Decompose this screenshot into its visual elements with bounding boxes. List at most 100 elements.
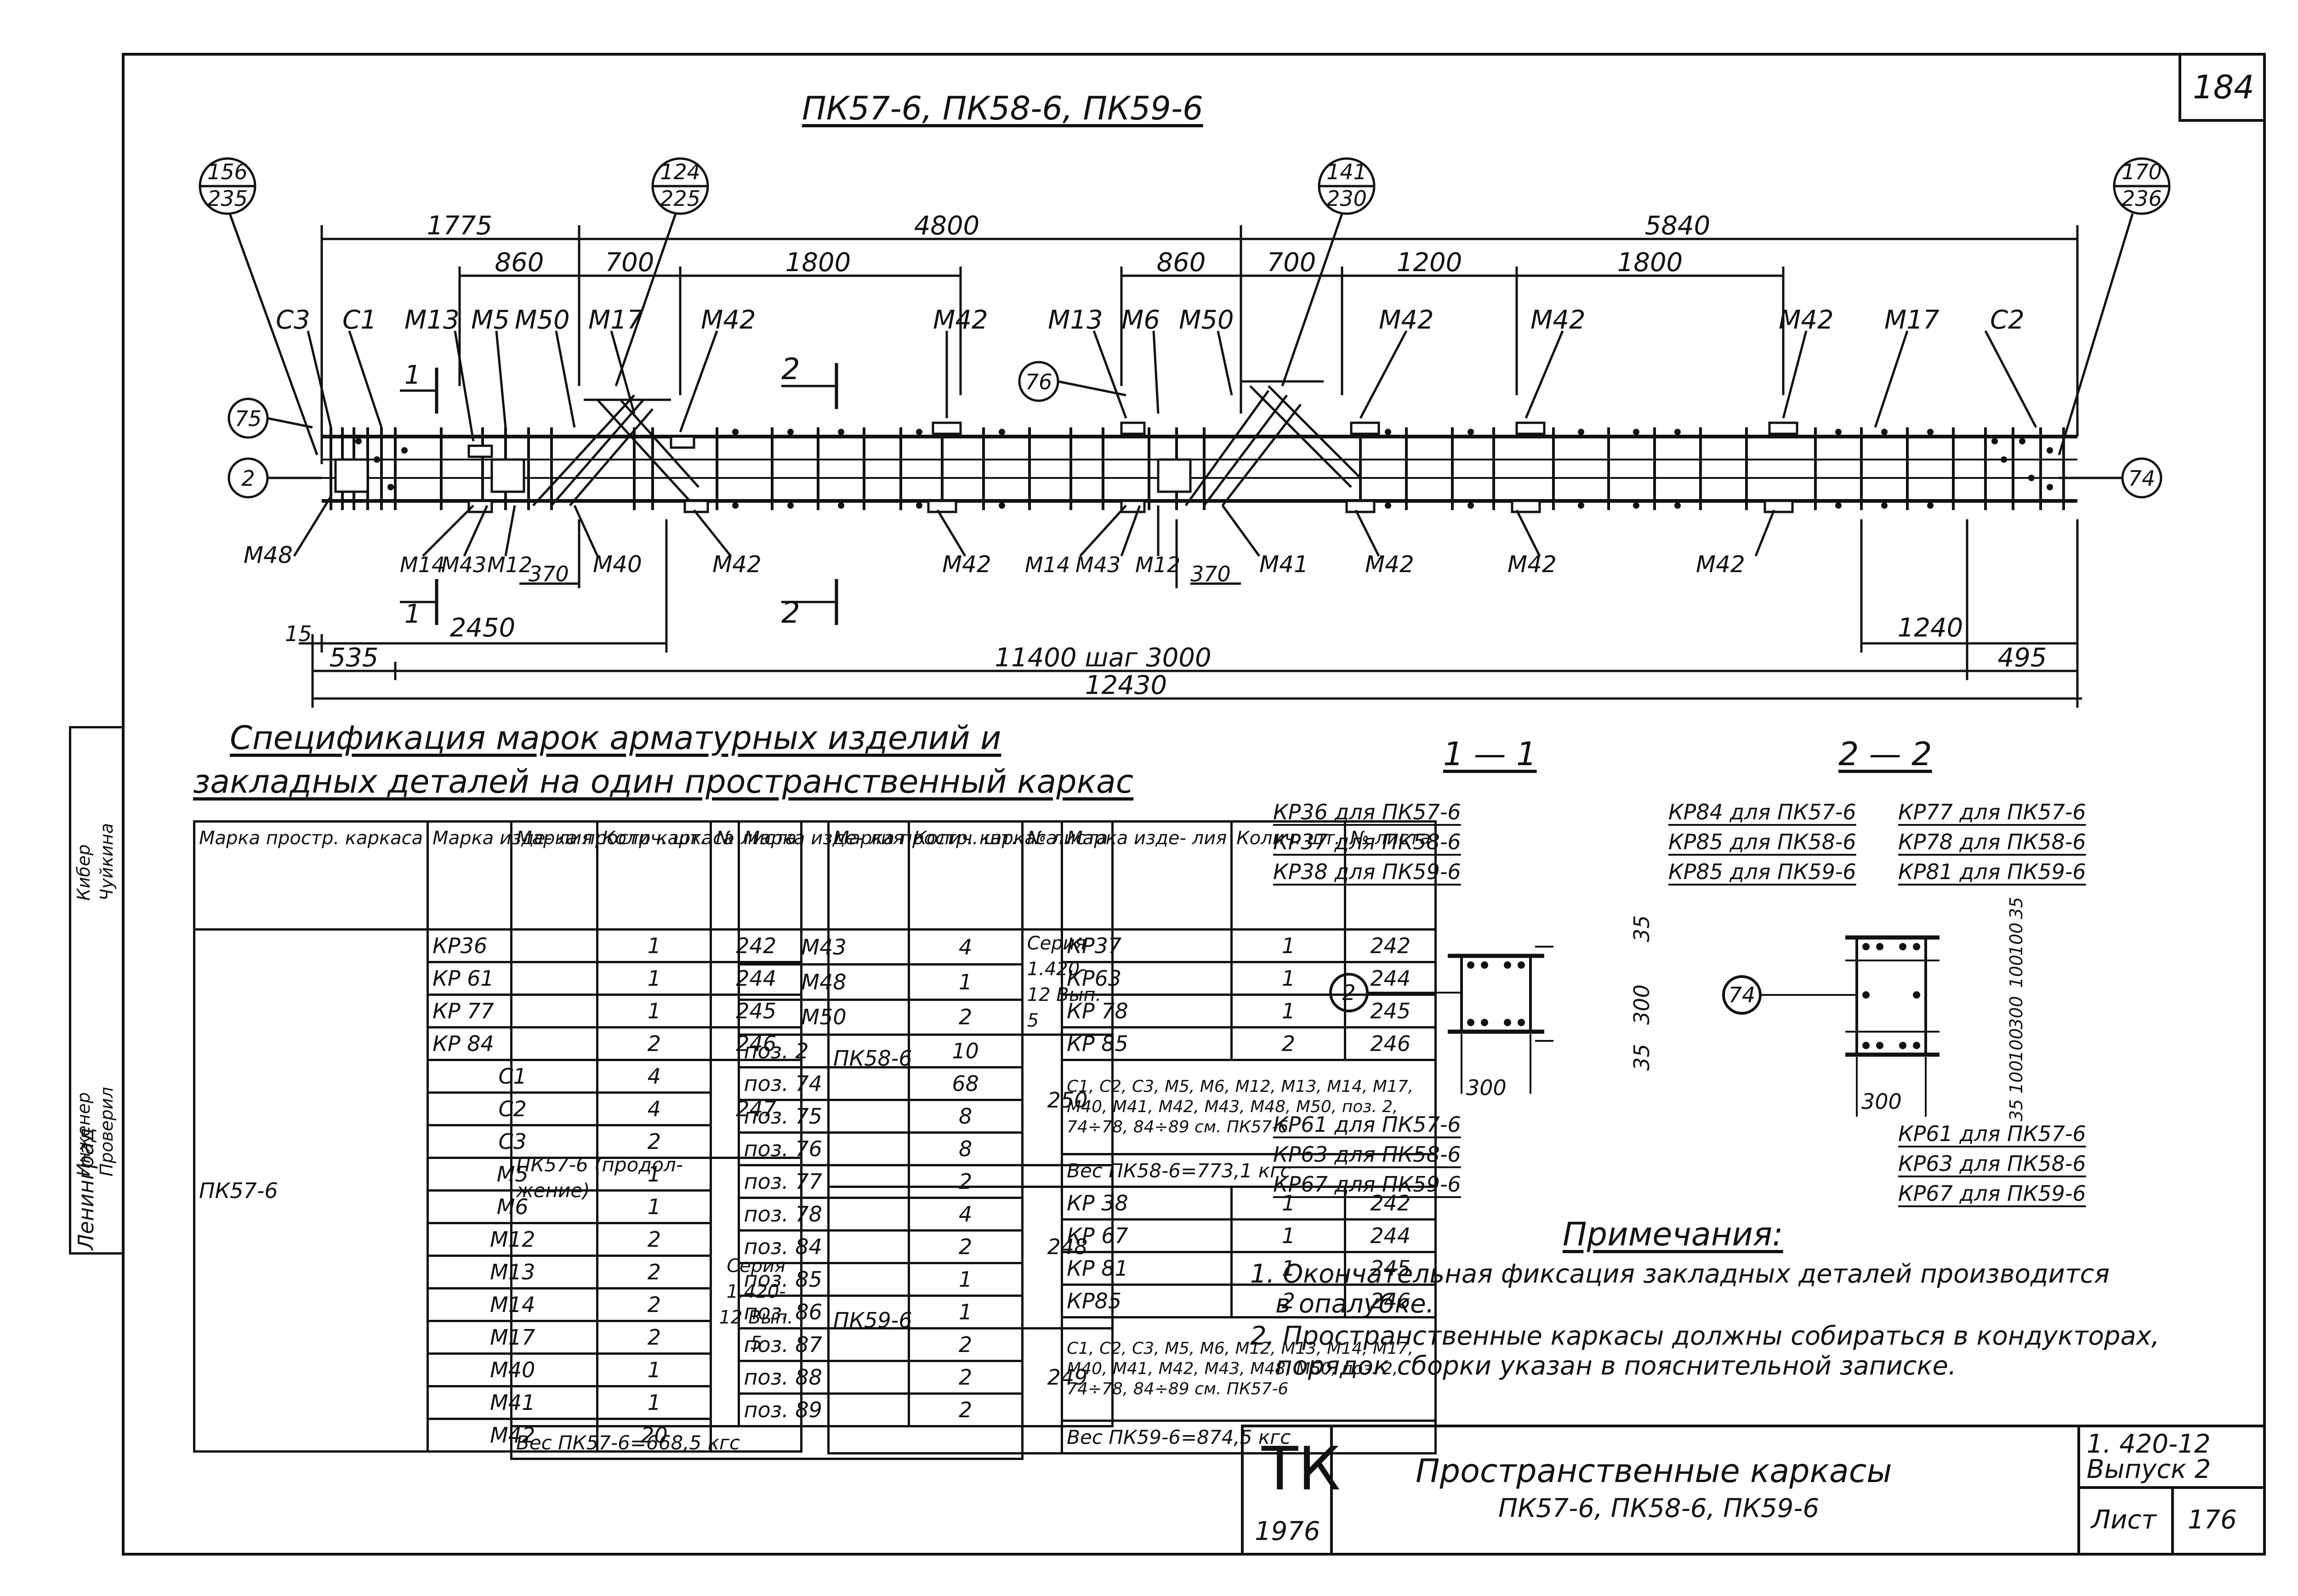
- mark-m40: М40: [593, 551, 642, 578]
- dim-860-b: 860: [1157, 248, 1206, 278]
- callout-76: 76: [1025, 369, 1052, 394]
- note-pk59-6: С1, С2, С3, М5, М6, М12, М13, М14, М17, …: [1061, 1316, 1437, 1422]
- callout-74: 74: [2128, 466, 2156, 491]
- section-2-2-top-right-label-3: КР81 для ПК59-6: [1898, 859, 2086, 884]
- mark-m12-b: М12: [1135, 552, 1180, 577]
- section-2-2-dim-100-c: 100: [2006, 1028, 2026, 1062]
- callout-170-236-top: 170: [2122, 159, 2162, 184]
- spec-title-line2: закладных деталей на один пространственн…: [193, 763, 1134, 801]
- dim-1800-a: 1800: [785, 248, 851, 278]
- stamp-series: 1. 420-12: [2087, 1429, 2211, 1459]
- mark-m42-j: М42: [1696, 551, 1745, 578]
- header-frame-mark: Марка простр каркаса: [510, 820, 740, 931]
- section-2-2-bottom-label-2: КР63 для ПК58-6: [1898, 1151, 2086, 1176]
- mark-m42-b: М42: [933, 305, 988, 335]
- mark-m12-a: М12: [487, 552, 532, 577]
- section-mark-1-bottom: 1: [404, 599, 421, 629]
- mark-c2: С2: [1990, 305, 2025, 335]
- mark-m50-b: М50: [1179, 305, 1234, 335]
- weight-pk58-6: Вес ПК58-6=773,1 кгс: [1061, 1153, 1437, 1188]
- stamp-year: 1976: [1255, 1516, 1320, 1546]
- table-cell: 1: [1230, 994, 1347, 1028]
- table-cell: КР85: [1061, 1284, 1233, 1318]
- mark-m6: М6: [1121, 305, 1160, 335]
- dim-495: 495: [1998, 643, 2047, 673]
- mark-m42-a: М42: [701, 305, 756, 335]
- mark-m43-b: М43: [1075, 552, 1121, 577]
- callout-2: 2: [241, 466, 255, 491]
- table-cell: 1: [1230, 961, 1347, 996]
- dim-370-a: 370: [529, 562, 569, 586]
- section-2-2-title: 2 — 2: [1838, 735, 1932, 773]
- callout-75: 75: [235, 406, 262, 431]
- table-cell: КР 85: [1061, 1026, 1233, 1061]
- callout-124-225-top: 124: [660, 159, 700, 184]
- section-1-1-top-label-2: КР37 для ПК58-6: [1273, 829, 1461, 854]
- callout-156-235-bottom: 235: [207, 186, 248, 211]
- section-1-1-title: 1 — 1: [1443, 735, 1537, 773]
- table-cell: 242: [1344, 1186, 1437, 1221]
- note-pk58-6: С1, С2, С3, М5, М6, М12, М13, М14, М17, …: [1061, 1059, 1437, 1155]
- section-1-1-callout: 2: [1342, 980, 1355, 1005]
- header-sheet: № листа: [1344, 820, 1437, 931]
- frame-pk57-6: ПК57-6: [193, 928, 429, 1453]
- mark-m42-d: М42: [1530, 305, 1586, 335]
- note-2-line-1: 2. Пространственные каркасы должны собир…: [1250, 1321, 2160, 1351]
- mark-m43-a: М43: [441, 552, 486, 577]
- notes-title: Примечания:: [1563, 1215, 1783, 1253]
- stamp-sheet-number: 176: [2188, 1505, 2237, 1535]
- section-mark-2-top: 2: [781, 352, 800, 386]
- dim-1240: 1240: [1898, 613, 1963, 643]
- dim-5840: 5840: [1645, 211, 1711, 241]
- table-cell: 242: [1344, 928, 1437, 963]
- mark-m42-i: М42: [1507, 551, 1557, 578]
- side-name-1: Кибер: [74, 844, 94, 901]
- frame-pk59-6: ПК59-6: [827, 1186, 1064, 1454]
- dim-2450: 2450: [450, 613, 516, 643]
- stamp-title-line-1: Пространственные каркасы: [1416, 1452, 1892, 1490]
- stamp-logo: ТК: [1262, 1434, 1341, 1504]
- mark-m42-c: М42: [1379, 305, 1434, 335]
- section-2-2-dim-100-a: 100: [2006, 922, 2026, 956]
- callout-156-235-top: 156: [207, 159, 248, 184]
- dim-700-b: 700: [1267, 248, 1316, 278]
- note-1-line-2: в опалубке.: [1275, 1289, 1434, 1319]
- drawing-frame: [122, 53, 2266, 1556]
- drawing-title: ПК57-6, ПК58-6, ПК59-6: [802, 90, 1203, 127]
- side-engineer-label: Инженер: [74, 1092, 94, 1176]
- section-2-2-bottom-label-1: КР61 для ПК57-6: [1898, 1121, 2086, 1146]
- dim-1775: 1775: [427, 211, 493, 241]
- cage-elevation-drawing: 156 235 124 225 141 230 170 236 75 2 76 …: [199, 157, 2171, 708]
- mark-m17-a: М17: [588, 305, 643, 335]
- mark-m42-e: М42: [1779, 305, 1834, 335]
- section-mark-1-top: 1: [404, 360, 421, 390]
- dim-11400: 11400 шаг 3000: [995, 643, 1211, 673]
- stamp-issue: Выпуск 2: [2087, 1454, 2211, 1484]
- mark-m42-f: М42: [712, 551, 762, 578]
- side-checked-label: Проверил: [97, 1087, 117, 1176]
- dim-860-a: 860: [495, 248, 544, 278]
- page-number: 184: [2179, 53, 2266, 122]
- spec-title-line1: Спецификация марок арматурных изделий и: [230, 719, 1001, 757]
- dim-700-a: 700: [605, 248, 654, 278]
- mark-m13-a: М13: [404, 305, 460, 335]
- table-cell: КР 67: [1061, 1218, 1233, 1253]
- header-item-mark: Марка изде- лия: [1061, 820, 1233, 931]
- section-1-1-top-label-1: КР36 для ПК57-6: [1273, 800, 1461, 824]
- dim-535: 535: [330, 643, 379, 673]
- section-2-2-dim-35-top: 35: [2006, 897, 2026, 919]
- section-2-2-callout: 74: [1729, 983, 1756, 1007]
- section-1-1-bottom-label-3: КР67 для ПК59-6: [1273, 1172, 1461, 1197]
- mark-m41: М41: [1259, 551, 1308, 578]
- callout-141-230-bottom: 230: [1326, 186, 1367, 211]
- stamp-sheet-label: Лист: [2091, 1505, 2156, 1535]
- table-cell: КР63: [1061, 961, 1233, 996]
- table-cell: 2: [1230, 1284, 1347, 1318]
- dim-4800: 4800: [914, 211, 980, 241]
- header-frame-mark: Марка простр. каркаса: [193, 820, 429, 931]
- callout-170-236-bottom: 236: [2122, 186, 2162, 211]
- mark-m5: М5: [471, 305, 510, 335]
- table-cell: 245: [1344, 1251, 1437, 1286]
- side-name-2: Чуйкина: [97, 823, 117, 901]
- dim-1200: 1200: [1397, 248, 1462, 278]
